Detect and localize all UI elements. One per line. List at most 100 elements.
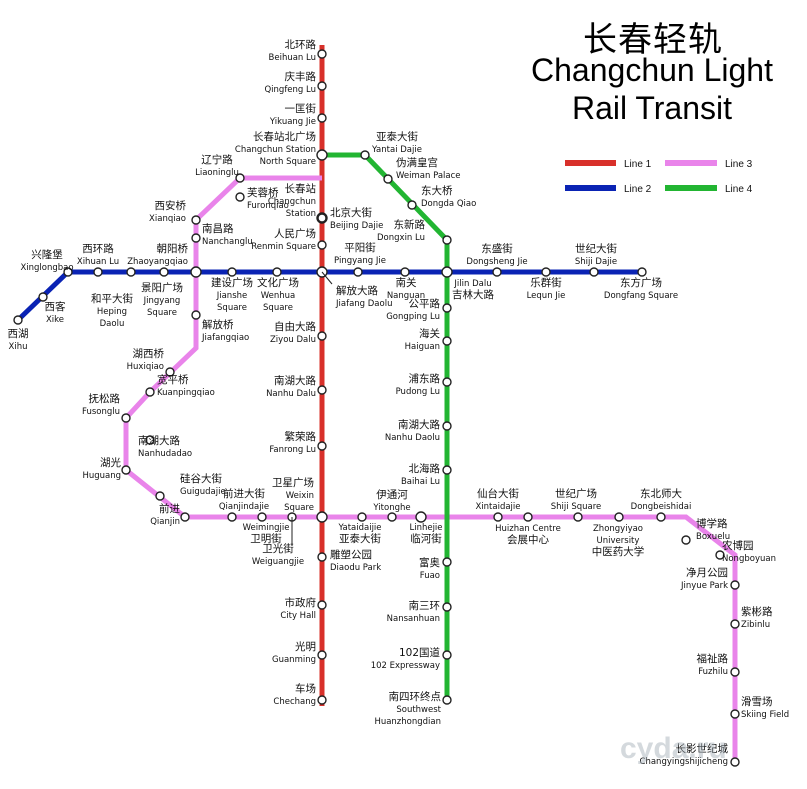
station-baihailu [442, 465, 452, 475]
label-southwest_hzd-2: Huanzhongdian [374, 717, 441, 727]
label-changchun_north-2: North Square [260, 157, 316, 167]
station-nanhudadao [145, 435, 155, 445]
watermark: cyda.ru [620, 732, 727, 765]
label-jinyuepark-0: 净月公园 [686, 566, 728, 579]
label-changchun_station-2: Station [286, 209, 316, 219]
label-lequnjie-1: Lequn Jie [527, 291, 566, 301]
station-weimanpalace [383, 174, 393, 184]
label-shijisquare-0: 世纪广场 [555, 487, 597, 500]
station-huguang [121, 465, 131, 475]
label-dongxinlu-0: 东新路 [394, 218, 426, 231]
label-cityhall-0: 市政府 [285, 596, 317, 609]
label-yataidajie_n-0: 亚泰大街 [376, 130, 418, 143]
label-weixingsquare-1: Weixin [286, 491, 314, 501]
label-southwest_hzd-0: 南四环终点 [389, 690, 442, 703]
label-changchun_north-1: Changchun Station [235, 145, 316, 155]
label-jilindalu-0: Jilin Dalu [453, 279, 491, 289]
station-huizhancentre [523, 512, 533, 522]
station-guanming [317, 650, 327, 660]
label-nansanhuan-0: 南三环 [409, 599, 441, 612]
station-dongfangsquare [637, 267, 647, 277]
label-dongshengjie-1: Dongsheng Jie [466, 257, 527, 267]
station-southwest_hzd [442, 695, 452, 705]
label-fuzhilu-1: Fuzhilu [698, 667, 728, 677]
station-liaoninglu [235, 173, 245, 183]
label-skiingfield-0: 滑雪场 [741, 695, 773, 708]
label-nongboyuan-1: Nongboyuan [722, 554, 776, 564]
label-haiguan-0: 海关 [419, 327, 440, 340]
label-jinyuepark-1: Jinyue Park [680, 581, 728, 591]
station-xintaidajie [493, 512, 503, 522]
label-jingyangsquare-1: Jingyang [143, 296, 181, 306]
label-xihu-0: 西湖 [8, 328, 29, 340]
label-wenhuasquare-0: 文化广场 [257, 276, 299, 289]
station-dongshengjie [492, 267, 502, 277]
station-expressway102 [442, 650, 452, 660]
station-jiansheSquare [227, 267, 237, 277]
label-diaodupark-0: 雕塑公园 [330, 548, 372, 561]
station-jilindalu [441, 266, 453, 278]
label-kuanpingqiao-1: Kuanpingqiao [157, 388, 215, 398]
label-yataidajie_n-1: Yantai Dajie [371, 145, 422, 155]
label-chechang-0: 车场 [295, 682, 316, 695]
label-huguang-0: 湖光 [100, 456, 121, 469]
label-cityhall-1: City Hall [280, 611, 316, 621]
label-weimingjie-1: 卫明街 [250, 532, 282, 545]
label-nanguan-0: 南关 [396, 276, 417, 289]
label-weimanpalace-1: Weiman Palace [396, 171, 461, 181]
label-pingyangjie-1: Pingyang Jie [334, 256, 386, 266]
label-beijingdajie-1: Beijing Dajie [330, 221, 383, 231]
label-weimingjie-0: Weimingjie [243, 523, 290, 533]
station-fanronglu [317, 441, 327, 451]
label-jiefangqiao-0: 解放桥 [202, 318, 234, 331]
label-linhejie-1: 临河街 [410, 532, 442, 545]
label-guanming-1: Guanming [272, 655, 316, 665]
station-pingyangjie [353, 267, 363, 277]
label-weiguangjie-1: Weiguangjie [252, 557, 304, 567]
label-xianqiao-0: 西安桥 [155, 199, 187, 212]
label-qianjin-0: 前进 [159, 502, 180, 515]
label-gongpinglu-0: 公平路 [409, 297, 441, 310]
station-jingyangsquare [159, 267, 169, 277]
station-jinyuepark [730, 580, 740, 590]
label-skiingfield-1: Skiing Field [741, 710, 789, 720]
label-zhongyiyao-2: 中医药大学 [592, 545, 645, 558]
label-dongshengjie-0: 东盛街 [481, 242, 513, 255]
station-zibinlu [730, 619, 740, 629]
station-yikuangjie [317, 113, 327, 123]
label-nanhudalu-1: Nanhu Dalu [266, 389, 316, 399]
station-nansanhuan [442, 602, 452, 612]
station-chechang [317, 695, 327, 705]
map-title-chinese: 长春轻轨 [583, 20, 723, 60]
label-dongbeishida-1: Dongbeishidai [631, 502, 692, 512]
label-yitonghe-1: Yitonghe [372, 503, 410, 513]
label-zibinlu-0: 紫彬路 [741, 605, 773, 618]
station-xihuanlu [93, 267, 103, 277]
label-qingfenglu-1: Qingfeng Lu [264, 85, 316, 95]
station-zhongyiyao [614, 512, 624, 522]
station-renminsquare [317, 240, 327, 250]
label-wenhuasquare-2: Square [263, 303, 293, 313]
station-beijingdajie [317, 213, 327, 223]
label-fuao-0: 富奥 [419, 556, 440, 569]
label-jilindalu-1: 吉林大路 [452, 288, 494, 301]
label-zhongyiyao-1: University [597, 536, 640, 546]
label-fusonglu-0: 抚松路 [89, 392, 121, 405]
label-gongpinglu-1: Gongping Lu [386, 312, 440, 322]
station-nanguan [400, 267, 410, 277]
label-nanchanglu-0: 南昌路 [202, 222, 234, 235]
label-shijidajie-0: 世纪大街 [575, 242, 617, 255]
label-huizhancentre-0: Huizhan Centre [495, 524, 561, 534]
station-boxuelu [681, 535, 691, 545]
label-baihailu-1: Baihai Lu [401, 477, 440, 487]
label-jiefangdalu-0: 解放大路 [336, 284, 378, 297]
label-diaodupark-1: Diaodu Park [330, 563, 381, 573]
label-wenhuasquare-1: Wenhua [261, 291, 296, 301]
label-yataidajie-1: 亚泰大街 [339, 532, 381, 545]
label-pudonglu-0: 浦东路 [409, 372, 441, 385]
label-zhaoyangqiao-0: 朝阳桥 [157, 243, 189, 255]
station-lequnjie [541, 267, 551, 277]
station-weimingjie [257, 512, 267, 522]
